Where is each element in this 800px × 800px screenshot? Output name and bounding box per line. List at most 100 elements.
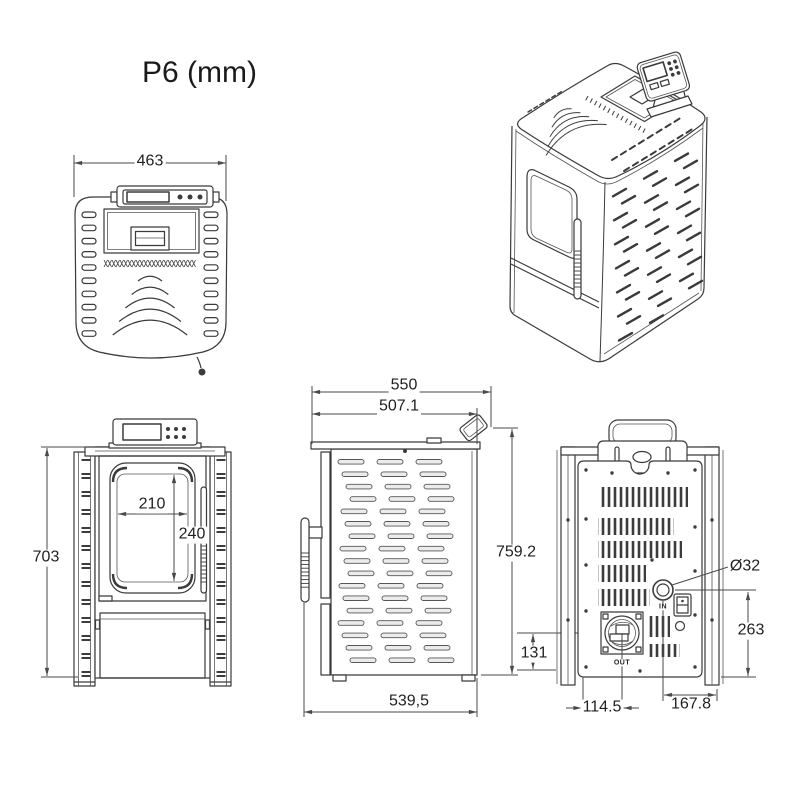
vent-dash (623, 266, 640, 277)
vent-slot (426, 533, 454, 539)
vent-dash (545, 98, 551, 102)
lid-handle (130, 226, 170, 251)
back-view (556, 419, 756, 714)
dim-side-top-depth: 507.1 (376, 397, 422, 416)
vent-dash (621, 218, 638, 229)
perforation (642, 128, 646, 133)
perforation (585, 95, 589, 101)
vent-dash (624, 290, 641, 301)
vent-dash (676, 134, 684, 140)
vent-slot (421, 558, 449, 564)
vent-slot (203, 211, 219, 219)
perforation (123, 259, 128, 268)
vent-slot (376, 620, 404, 626)
control-panel (110, 185, 220, 208)
dim-window-width: 210 (136, 495, 168, 514)
vent-grille (648, 616, 670, 637)
handle-bracket (308, 526, 323, 539)
iso-body (509, 116, 708, 363)
vent-slot (81, 277, 97, 285)
dim-front-height: 703 (30, 548, 62, 567)
vent-slot (417, 545, 445, 552)
perforation (589, 98, 593, 103)
vent-grille (598, 518, 674, 535)
vent-slot (416, 583, 444, 589)
door-edge-lower (320, 603, 331, 676)
vent-arc (137, 275, 163, 282)
vent-dash (658, 144, 666, 151)
vent-slot (81, 303, 97, 311)
door-edge-upper (320, 451, 331, 599)
screw (693, 665, 697, 669)
vent-dash (637, 139, 645, 145)
vent-arcs (112, 275, 188, 336)
front-view (41, 418, 232, 687)
perforation (127, 259, 132, 268)
stove-body (94, 446, 211, 679)
vent-slot (81, 251, 97, 258)
vent-slot (418, 508, 446, 515)
perforation (131, 259, 136, 268)
vent-arc (118, 308, 182, 322)
vent-slot (203, 303, 219, 311)
vent-dash (674, 176, 691, 187)
vent-slot (203, 330, 219, 337)
vent-slot (387, 533, 415, 539)
display (126, 191, 170, 203)
vent-slot (424, 607, 452, 614)
ash-drawer (94, 612, 211, 679)
panel-screws (566, 468, 714, 673)
dim-inlet-offset: 167.8 (668, 695, 714, 714)
perforation (179, 259, 184, 268)
vent-dash (667, 139, 675, 145)
vent-grille (600, 487, 688, 507)
iso-handle-grip (574, 250, 581, 288)
vent-slot (203, 251, 219, 258)
dim-window-height: 240 (176, 525, 208, 544)
screw (666, 471, 670, 475)
vent-arc (551, 112, 581, 128)
vent-dash (527, 109, 533, 113)
vent-grille (598, 565, 646, 582)
vent-slot (376, 459, 404, 465)
perforation (191, 259, 196, 268)
perforation (107, 259, 112, 268)
screw (584, 609, 588, 613)
vent-grille (598, 589, 650, 606)
flue-outlet-label: OUT (613, 659, 631, 667)
perforation (143, 259, 148, 268)
vent-slot (340, 508, 368, 515)
perforation (638, 125, 642, 131)
door-handle (300, 517, 310, 603)
vent-dash (682, 159, 699, 170)
cable-hole (674, 620, 686, 632)
screw (693, 569, 697, 573)
perforation (139, 259, 144, 268)
iso-perforation-row (585, 95, 646, 133)
iso-control-panel (636, 51, 693, 118)
dim-inlet-diameter: Ø32 (727, 557, 763, 576)
vent-slot (386, 570, 414, 577)
vent-slot (339, 545, 367, 552)
vent-dash (646, 133, 654, 140)
vent-slot (203, 224, 219, 232)
vent-dash (645, 242, 662, 252)
control-panel (108, 418, 202, 449)
vent-dash (625, 315, 642, 325)
vent-dash (664, 123, 672, 129)
vent-slot (341, 632, 369, 639)
vent-dash (685, 231, 702, 242)
perforation (171, 259, 176, 268)
vent-dash (620, 194, 637, 205)
vent-dash (613, 235, 630, 246)
display (122, 423, 162, 441)
vent-dash (656, 297, 673, 308)
vent-arc (547, 119, 599, 147)
screw (566, 518, 570, 522)
vent-slot (384, 645, 412, 651)
vent-slot (346, 607, 374, 614)
vent-arc (549, 116, 590, 137)
vent-slot (425, 570, 453, 577)
screw (693, 525, 697, 529)
